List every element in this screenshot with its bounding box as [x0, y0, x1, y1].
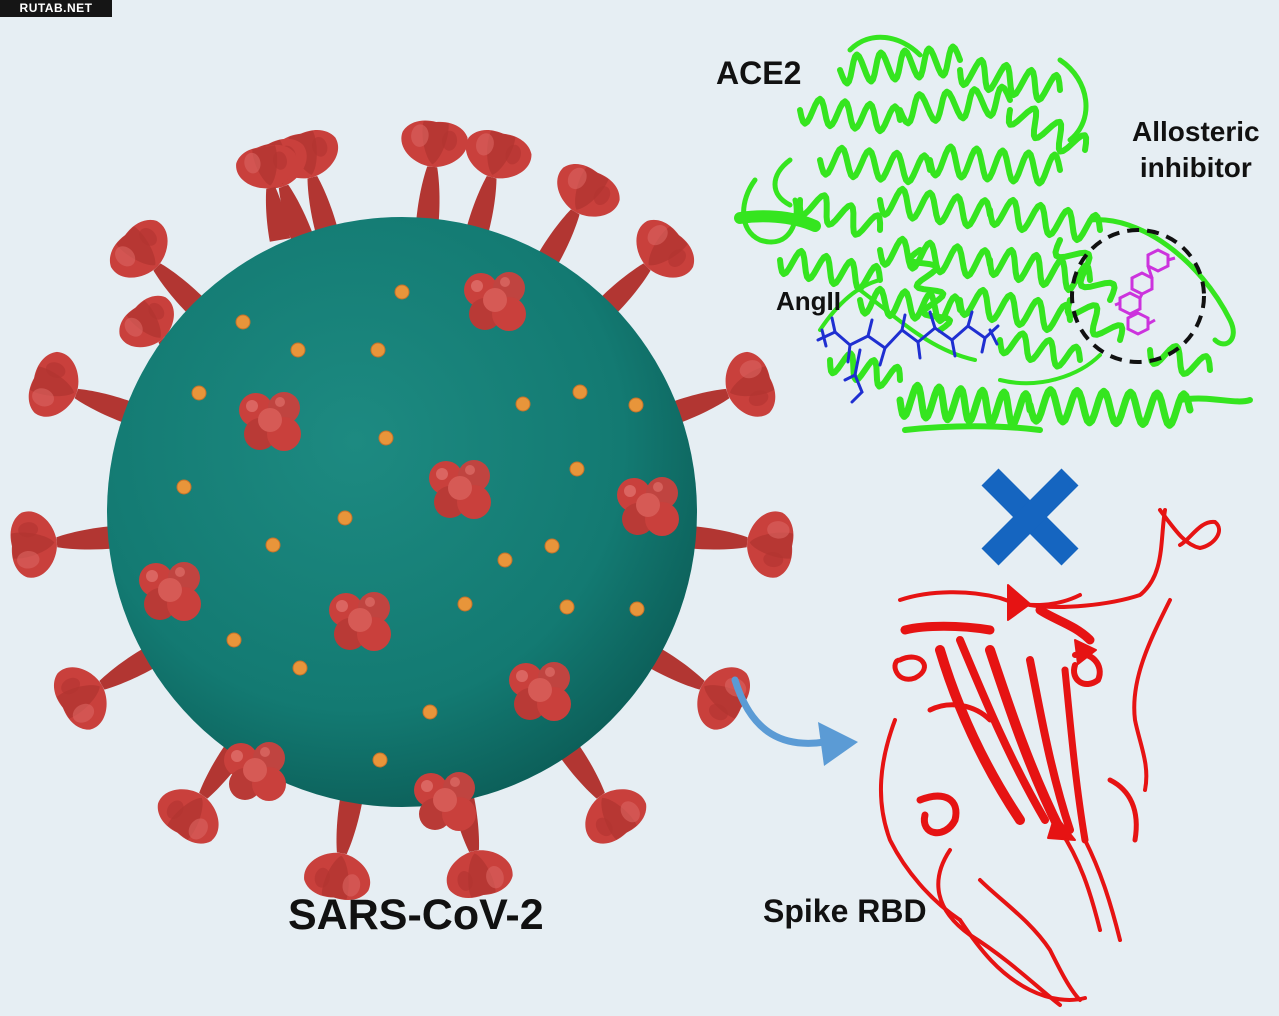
- inhibitor-label-line2: inhibitor: [1139, 152, 1252, 183]
- watermark-badge: RUTAB.NET: [0, 0, 112, 17]
- ace2-helix: [957, 287, 1073, 333]
- membrane-dot: [515, 396, 531, 412]
- membrane-dot: [290, 342, 306, 358]
- ace2-helix: [1026, 386, 1194, 429]
- membrane-dot: [372, 752, 388, 768]
- inhibitor-label-line1: Allosteric: [1132, 116, 1260, 147]
- ace2-helix: [777, 248, 883, 292]
- membrane-dot: [544, 538, 560, 554]
- surface-protein-cluster: [509, 662, 571, 721]
- ace2-helix: [796, 192, 884, 238]
- membrane-dots: [176, 284, 645, 768]
- ace2-helix: [987, 197, 1103, 243]
- membrane-dot: [628, 397, 644, 413]
- sars-cov-2-particle: [8, 118, 796, 904]
- surface-protein-cluster: [224, 742, 286, 801]
- membrane-dot: [457, 596, 473, 612]
- ace2-helix: [827, 350, 903, 390]
- membrane-dot: [629, 601, 645, 617]
- membrane-dot: [378, 430, 394, 446]
- ace2-helix: [987, 247, 1093, 293]
- membrane-dot: [569, 461, 585, 477]
- ace2-helix: [1005, 105, 1090, 155]
- spike-protein: [8, 504, 118, 580]
- membrane-dot: [559, 599, 575, 615]
- ace2-helix: [997, 330, 1083, 370]
- ace2-helix: [797, 95, 903, 135]
- surface-protein-cluster: [617, 477, 679, 536]
- ace2-helix: [837, 43, 963, 87]
- peptide-label: AngII: [776, 286, 841, 316]
- ace2-helix: [817, 144, 933, 186]
- rbd-label: Spike RBD: [763, 893, 927, 929]
- membrane-dot: [235, 314, 251, 330]
- spike-protein: [394, 118, 470, 228]
- allosteric-site-highlight: [1070, 228, 1206, 364]
- cross-icon: [981, 468, 1079, 566]
- virus-label: SARS-CoV-2: [288, 891, 544, 939]
- surface-protein-cluster: [464, 272, 526, 331]
- receptor-label: ACE2: [716, 55, 802, 91]
- surface-protein-cluster: [139, 562, 201, 621]
- allosteric-inhibitor-molecule: [1114, 248, 1176, 336]
- ace2-helix: [877, 185, 993, 230]
- ace2-helix: [957, 57, 1063, 103]
- membrane-dot: [226, 632, 242, 648]
- ace2-protein-structure: [734, 34, 1253, 433]
- ace2-helix: [1064, 297, 1126, 343]
- ace2-helix: [1052, 237, 1118, 303]
- membrane-dot: [191, 385, 207, 401]
- membrane-dot: [265, 537, 281, 553]
- angii-peptide: [816, 310, 1000, 404]
- membrane-dot: [394, 284, 410, 300]
- spike-rbd-structure: [878, 508, 1221, 1007]
- surface-protein-cluster: [414, 772, 476, 831]
- spike-protein: [686, 504, 796, 580]
- membrane-dot: [572, 384, 588, 400]
- inhibitor-label: Allosteric inhibitor: [1132, 114, 1260, 186]
- membrane-dot: [497, 552, 513, 568]
- ace2-helix: [897, 83, 1013, 127]
- surface-protein-cluster: [429, 460, 491, 519]
- ace2-helix: [927, 143, 1063, 187]
- membrane-dot: [370, 342, 386, 358]
- membrane-dot: [176, 479, 192, 495]
- ace2-helix: [877, 235, 993, 280]
- spike-protein: [301, 790, 385, 904]
- surface-protein-cluster: [329, 592, 391, 651]
- ace2-helix: [896, 381, 1034, 429]
- membrane-dot: [292, 660, 308, 676]
- membrane-dot: [422, 704, 438, 720]
- membrane-dot: [337, 510, 353, 526]
- ace2-helix: [907, 247, 953, 333]
- ace2-helix: [1147, 343, 1213, 377]
- virus-envelope: [107, 217, 697, 807]
- curved-arrow-icon: [731, 676, 858, 766]
- surface-protein-cluster: [239, 392, 301, 451]
